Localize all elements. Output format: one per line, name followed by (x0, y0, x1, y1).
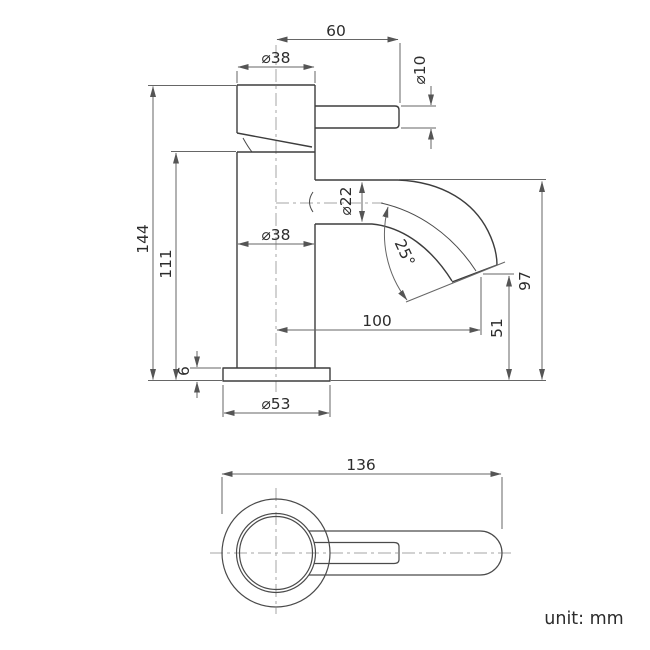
plan-body-circle-inner (238, 515, 314, 591)
spout-outer-curve (315, 179, 498, 266)
plan-extension-lines (221, 477, 503, 529)
dim-label-overall-height: 144 (134, 224, 152, 254)
dim-label-spout-angle: 25° (391, 237, 419, 270)
spout-root-arc (309, 191, 314, 213)
handle-cap-bottom-edge (236, 132, 313, 148)
dim-label-cap-diameter: ⌀38 (261, 49, 290, 67)
plan-view: 136 (210, 456, 514, 614)
plan-body-circle-outer (235, 512, 317, 594)
plan-lever-rod-outline (314, 541, 400, 565)
dim-arc-25deg (382, 206, 408, 301)
dim-label-body-diameter: ⌀38 (261, 226, 290, 244)
dim-label-base-diameter: ⌀53 (261, 395, 290, 413)
lever-rod-outline (315, 105, 400, 129)
dim-label-spout-height: 97 (516, 271, 534, 291)
dim-label-lever-diameter: ⌀10 (411, 55, 429, 84)
plan-base-circle (221, 498, 331, 608)
dim-label-body-height: 111 (157, 249, 175, 279)
neck-curve (242, 137, 253, 153)
dimension-lines (150, 36, 545, 416)
dim-label-spout-diameter: ⌀22 (337, 186, 355, 215)
angle-leg-line (405, 261, 506, 303)
side-view: 60 ⌀38 ⌀10 144 111 ⌀38 ⌀22 25° 100 97 51… (134, 22, 546, 417)
dim-label-lever-length: 60 (326, 22, 346, 40)
dim-label-base-thickness: 6 (175, 366, 193, 376)
unit-note: unit: mm (544, 609, 623, 629)
base-flange (222, 367, 331, 382)
dim-label-spout-reach: 100 (362, 312, 392, 330)
extension-lines (148, 43, 546, 417)
dim-label-overall-length: 136 (346, 456, 376, 474)
plan-spout-outline (309, 530, 503, 576)
dim-label-outlet-height: 51 (488, 318, 506, 338)
spout-inner-curve (315, 223, 453, 282)
spout-middle-curve (380, 202, 477, 272)
